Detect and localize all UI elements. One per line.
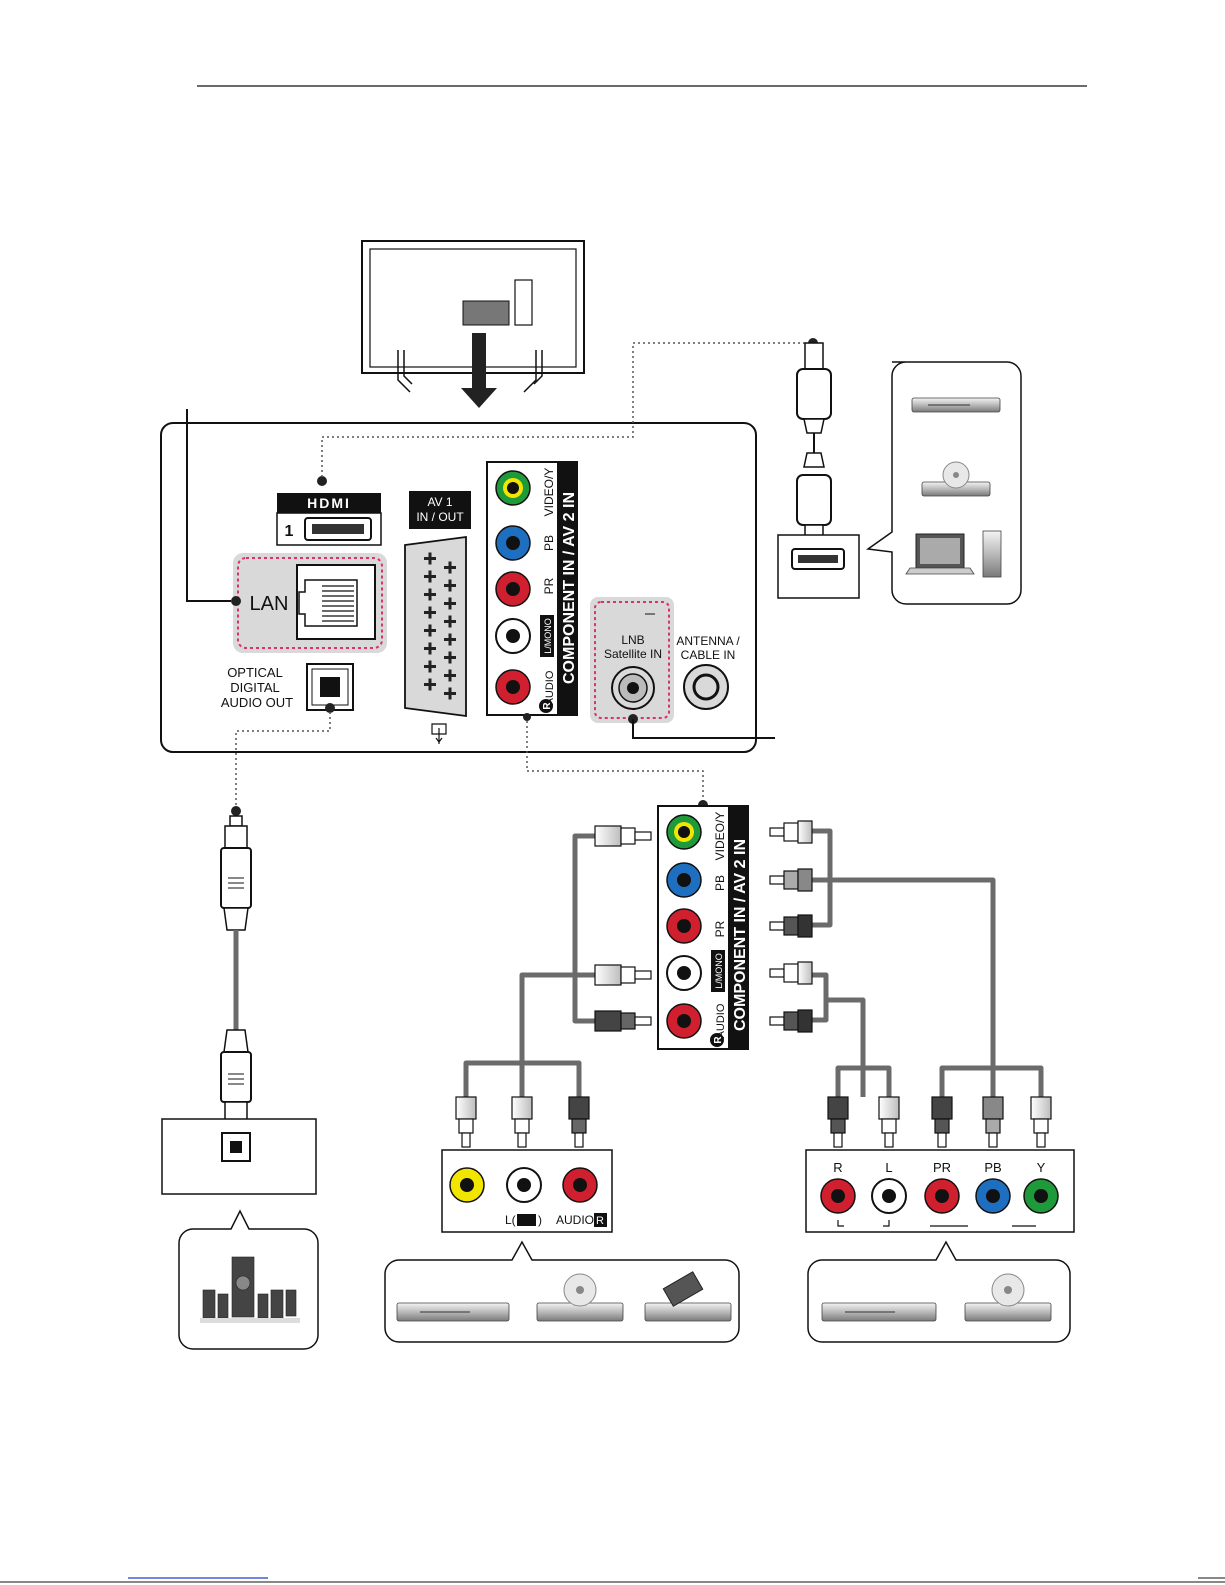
av1-label-line1: AV 1 <box>427 495 452 509</box>
av-device-audio-r-marker: R <box>596 1215 604 1227</box>
antenna-label-line2: CABLE IN <box>681 648 736 662</box>
detail-audio-r-marker: R <box>713 1036 724 1044</box>
antenna-label-line1: ANTENNA / <box>676 634 740 648</box>
rca-plugs-left <box>595 826 651 1031</box>
tv-jack-label-l-mono: L/MONO <box>543 618 553 654</box>
rca-plug-y <box>770 821 812 843</box>
av-device-jack-video[interactable] <box>450 1168 484 1202</box>
comp-device-label-y: Y <box>1037 1160 1046 1175</box>
component-title-tv: COMPONENT IN / AV 2 IN <box>561 492 578 684</box>
av1-scart-group: AV 1 IN / OUT <box>405 491 471 744</box>
tv-jack-label-video-y: VIDEO/Y <box>542 468 556 517</box>
av-device-l-label: L( <box>505 1213 516 1227</box>
hdmi-devices-callout <box>868 362 1021 604</box>
av-device-audio-r-prefix: AUDIO- <box>556 1213 598 1227</box>
av-device-panel: L( ) AUDIO- R <box>442 1150 612 1232</box>
cable-routing <box>466 831 1041 1097</box>
optical-device-port <box>162 1119 316 1194</box>
optical-label-line1: OPTICAL <box>227 665 283 680</box>
av-device-jack-audio-l[interactable] <box>507 1168 541 1202</box>
component-devices-callout <box>808 1242 1070 1342</box>
rca-plug-pr <box>770 915 812 937</box>
tv-jack-pb[interactable] <box>496 526 530 560</box>
tv-jack-label-pr: PR <box>542 577 556 594</box>
component-block-tv: COMPONENT IN / AV 2 IN VIDEO/Y PB PR L/M… <box>487 462 578 721</box>
rca-plugs-right <box>770 821 812 1032</box>
comp-device-label-r: R <box>833 1160 842 1175</box>
detail-jack-l-mono[interactable] <box>667 956 701 990</box>
tv-jack-pr[interactable] <box>496 572 530 606</box>
comp-dvd-player-icon <box>822 1303 936 1321</box>
detail-jack-audio-r[interactable] <box>667 1004 701 1038</box>
detail-label-video-y: VIDEO/Y <box>713 812 727 861</box>
hdmi-port-number: 1 <box>285 523 294 540</box>
component-block-detail: COMPONENT IN / AV 2 IN VIDEO/Y PB PR L/M… <box>658 806 749 1049</box>
tv-jack-video-y[interactable] <box>496 471 530 505</box>
rca-plug-comp-l <box>770 962 812 984</box>
comp-device-label-l: L <box>885 1160 892 1175</box>
detail-label-pb: PB <box>713 875 727 891</box>
av-device-jack-audio-r[interactable] <box>563 1168 597 1202</box>
rca-plugs-av-device <box>456 1097 589 1147</box>
lan-port-group: LAN <box>231 553 387 653</box>
lnb-port[interactable] <box>612 667 654 709</box>
tv-jack-audio-r[interactable] <box>496 670 530 704</box>
hdmi-cable <box>797 343 831 547</box>
tv-audio-r-marker: R <box>542 702 553 710</box>
scart-port[interactable] <box>405 537 466 716</box>
computer-icon <box>906 531 1001 577</box>
detail-label-pr: PR <box>713 920 727 937</box>
hdmi-logo: HDMI <box>307 495 351 511</box>
rca-plugs-component-device <box>828 1097 1051 1147</box>
comp-device-label-pb: PB <box>984 1160 1001 1175</box>
lnb-label-line1: LNB <box>621 633 644 647</box>
rca-plug-audio-r <box>595 1011 651 1031</box>
rca-plug-comp-r <box>770 1010 812 1032</box>
audio-system-callout <box>179 1211 318 1349</box>
component-device-panel: R L PR PB Y <box>806 1150 1074 1232</box>
comp-device-jack-l[interactable] <box>872 1179 906 1213</box>
rca-plug-audio-l <box>595 965 651 985</box>
comp-device-label-pr: PR <box>933 1160 951 1175</box>
optical-label-line2: DIGITAL <box>230 680 280 695</box>
lan-port[interactable] <box>297 565 375 639</box>
lnb-label-line2: Satellite IN <box>604 647 662 661</box>
rca-plug-pb <box>770 869 812 891</box>
optical-cable <box>221 816 251 1138</box>
comp-device-jack-pr[interactable] <box>925 1179 959 1213</box>
antenna-port[interactable] <box>684 665 728 709</box>
dvd-player-icon <box>912 398 1000 412</box>
detail-jack-pb[interactable] <box>667 863 701 897</box>
component-title-detail: COMPONENT IN / AV 2 IN <box>732 839 749 1031</box>
detail-jack-pr[interactable] <box>667 909 701 943</box>
av-dvd-player-icon <box>397 1303 509 1321</box>
comp-device-jack-pb[interactable] <box>976 1179 1010 1213</box>
detail-label-l-mono: L/MONO <box>714 953 724 989</box>
tv-jack-l-mono[interactable] <box>496 619 530 653</box>
rca-plug-video <box>595 826 651 846</box>
hdmi-device-port <box>778 535 859 598</box>
av-device-l-label-close: ) <box>538 1213 542 1227</box>
detail-jack-video-y[interactable] <box>667 815 701 849</box>
comp-device-jack-y[interactable] <box>1024 1179 1058 1213</box>
lan-label: LAN <box>250 593 289 615</box>
optical-label-line3: AUDIO OUT <box>221 695 293 710</box>
comp-device-jack-r[interactable] <box>821 1179 855 1213</box>
av-devices-callout <box>385 1242 739 1342</box>
lnb-port-group: LNB Satellite IN <box>590 597 674 724</box>
av1-label-line2: IN / OUT <box>416 510 464 524</box>
tv-jack-label-pb: PB <box>542 535 556 551</box>
